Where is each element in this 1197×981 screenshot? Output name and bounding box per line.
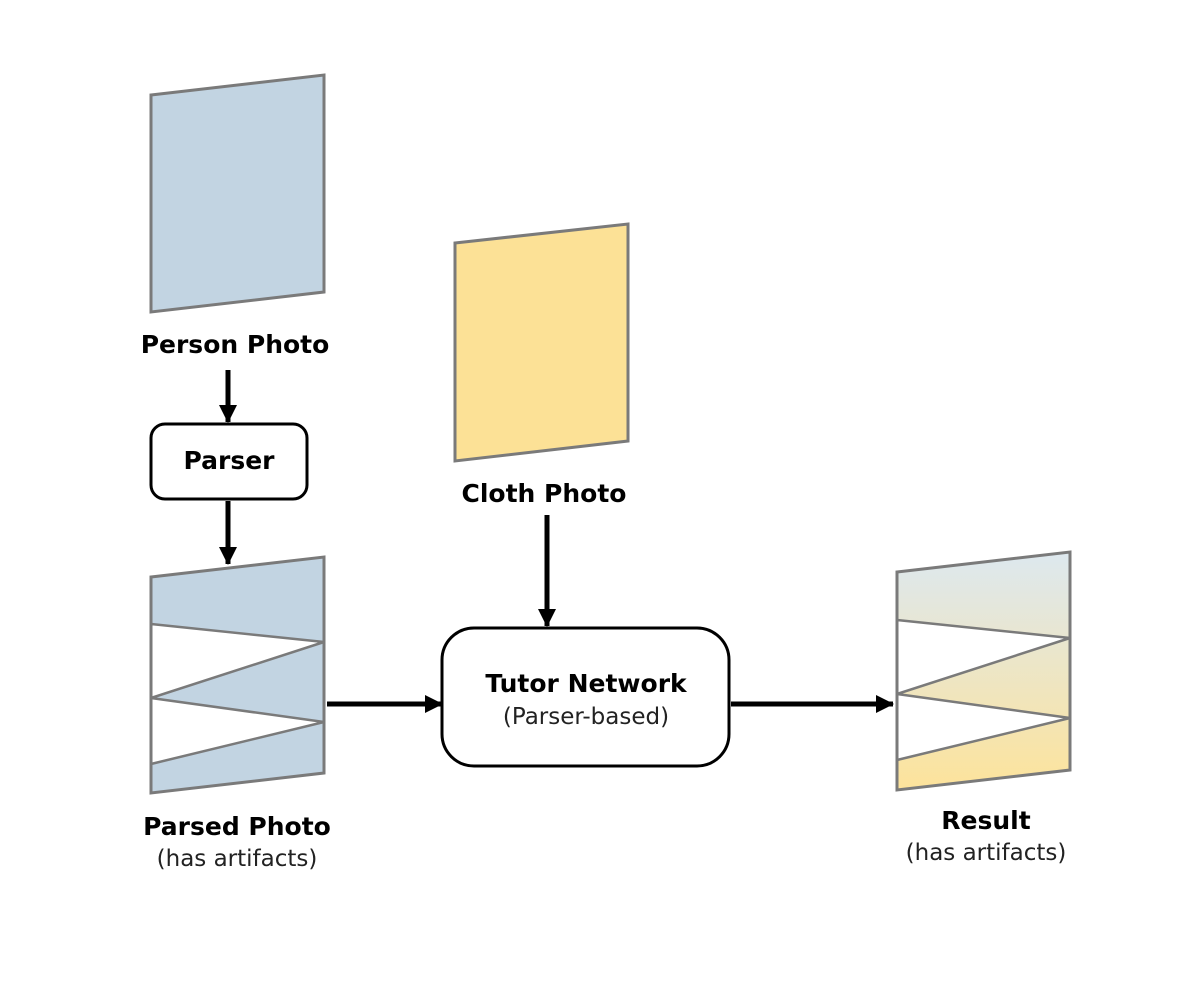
tutor-network-box — [440, 626, 731, 768]
parsed-photo-image — [149, 555, 326, 795]
result-label: Result — [941, 806, 1030, 835]
person-photo-image — [149, 73, 326, 314]
result-image — [895, 550, 1072, 792]
tutor-network-sublabel: (Parser-based) — [503, 704, 669, 730]
cloth-photo-image — [453, 222, 630, 463]
tutor-network-label: Tutor Network — [485, 669, 688, 698]
parser-box — [149, 422, 309, 501]
parsed-photo-sublabel: (has artifacts) — [157, 846, 318, 872]
parsed-photo-label: Parsed Photo — [143, 812, 331, 841]
person-photo-label: Person Photo — [141, 330, 330, 359]
result-sublabel: (has artifacts) — [906, 840, 1067, 866]
cloth-photo-label: Cloth Photo — [462, 479, 627, 508]
parser-label: Parser — [183, 446, 275, 475]
